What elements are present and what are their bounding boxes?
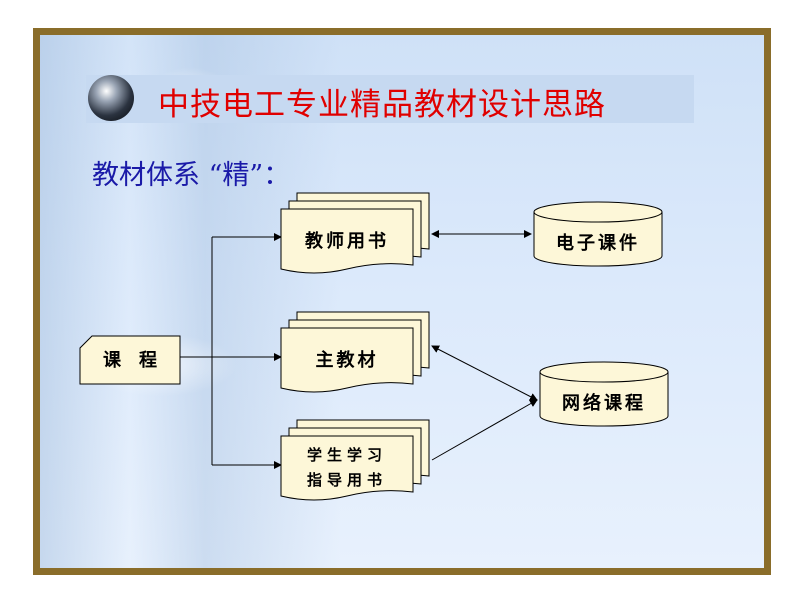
slide-subtitle: 教材体系 “精”： xyxy=(92,160,291,191)
course-box xyxy=(79,335,181,385)
e-courseware-label: 电子课件 xyxy=(556,233,640,254)
teacher-book-box xyxy=(280,192,430,274)
course-label: 课 程 xyxy=(103,350,157,371)
slide-frame: 中技电工专业精品教材设计思路 教材体系 “精”： xyxy=(33,28,771,575)
slide-title: 中技电工专业精品教材设计思路 xyxy=(158,87,606,123)
orb-icon xyxy=(88,75,134,121)
student-guide-box xyxy=(280,419,430,501)
title-bar xyxy=(86,75,694,123)
diagram xyxy=(79,192,669,501)
e-courseware-cylinder xyxy=(533,201,663,267)
student-guide-label-line2: 指导用书 xyxy=(306,471,387,489)
student-guide-label-line1: 学生学习 xyxy=(306,446,387,464)
online-course-cylinder xyxy=(539,361,669,427)
main-textbook-label: 主教材 xyxy=(315,350,379,371)
slide: 中技电工专业精品教材设计思路 教材体系 “精”： xyxy=(40,35,764,568)
right-connectors xyxy=(431,230,538,461)
main-textbook-box xyxy=(280,311,430,393)
teacher-book-label: 教师用书 xyxy=(305,231,389,252)
course-connectors xyxy=(180,233,282,469)
online-course-label: 网络课程 xyxy=(562,393,646,414)
